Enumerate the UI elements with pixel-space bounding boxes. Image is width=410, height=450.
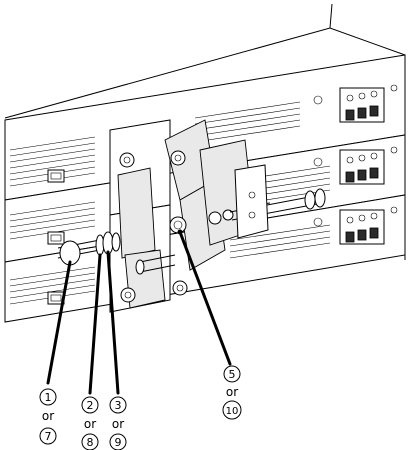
callout-1-or: or bbox=[42, 409, 54, 423]
vent-slots-lower-left bbox=[9, 266, 96, 305]
callout-pointers bbox=[46, 229, 232, 395]
callout-3-alt-circle bbox=[109, 433, 127, 450]
callout-3-alternate: 9 bbox=[115, 436, 122, 449]
pointer-1 bbox=[46, 260, 72, 385]
callout-1-alt-circle bbox=[39, 427, 57, 445]
terminal-block-lower bbox=[339, 209, 385, 245]
callout-5-primary: 5 bbox=[229, 368, 236, 381]
callout-3-circle bbox=[109, 396, 127, 414]
callout-3-primary: 3 bbox=[115, 399, 122, 412]
vent-slots-upper-left bbox=[9, 136, 96, 187]
pointer-5 bbox=[178, 230, 232, 366]
lower-connector-bolt bbox=[135, 254, 176, 275]
pointer-3 bbox=[106, 250, 120, 395]
bracket-nuts bbox=[119, 150, 234, 303]
callout-3-or: or bbox=[112, 417, 124, 431]
callout-2-alternate: 8 bbox=[87, 436, 94, 449]
callout-2-circle bbox=[81, 396, 99, 414]
terminal-block-upper bbox=[339, 87, 385, 123]
terminal-block-middle bbox=[339, 149, 385, 185]
bracket-plate-right bbox=[234, 164, 269, 239]
vent-slots-upper-right bbox=[194, 101, 301, 143]
callout-1-alternate: 7 bbox=[45, 430, 52, 443]
usb-port-upper bbox=[47, 169, 65, 183]
callout-5-alt-circle bbox=[222, 400, 242, 420]
side-bracket-left bbox=[117, 167, 156, 259]
callout-5-or: or bbox=[226, 385, 238, 399]
callout-5-circle bbox=[223, 365, 241, 383]
callout-1: 1 or 7 bbox=[39, 388, 57, 445]
pointer-2 bbox=[88, 253, 102, 395]
vent-slots-middle-left bbox=[9, 201, 96, 240]
vent-slots-middle-right bbox=[239, 165, 331, 205]
callout-5-alternate: 10 bbox=[226, 406, 239, 417]
callout-3: 3 or 9 bbox=[109, 396, 127, 450]
vent-slots-lower-right bbox=[229, 224, 331, 259]
joining-bracket-assembly bbox=[57, 119, 326, 313]
callout-2-alt-circle bbox=[81, 433, 99, 450]
callout-1-circle bbox=[39, 388, 57, 406]
callout-2-primary: 2 bbox=[87, 399, 94, 412]
callout-1-primary: 1 bbox=[45, 391, 52, 404]
callout-5: 5 or 10 bbox=[222, 365, 242, 420]
usb-port-middle bbox=[47, 231, 65, 245]
panel-screws bbox=[313, 84, 398, 227]
callout-2-or: or bbox=[84, 417, 96, 431]
callout-2: 2 or 8 bbox=[81, 396, 99, 450]
